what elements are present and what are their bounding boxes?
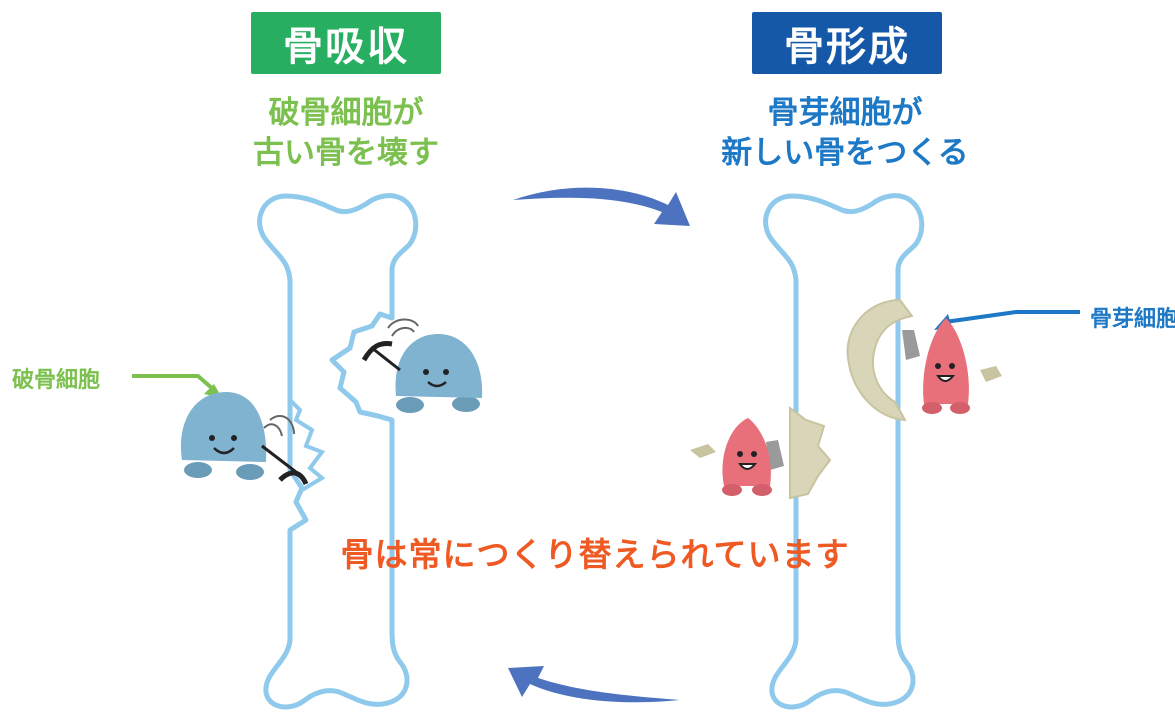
left-resorption-pit [288, 398, 326, 492]
cycle-arrow-top [513, 187, 690, 226]
resorption-caption-line1: 破骨細胞が [268, 95, 424, 131]
formation-caption-line1: 骨芽細胞が [767, 95, 923, 131]
osteoclast-pointer-arrow [132, 374, 222, 398]
osteoblast-pointer-arrow [934, 310, 1080, 330]
bone-formation-badge: 骨形成 [752, 12, 942, 74]
osteoclast-character-upper [361, 318, 483, 413]
bone-resorption-badge: 骨吸収 [251, 12, 441, 74]
osteoclast-label: 破骨細胞 [12, 368, 101, 393]
right-bone-outline [763, 193, 925, 710]
osteoblast-label: 骨芽細胞 [1090, 307, 1175, 332]
osteoblast-character-upper [902, 318, 1002, 414]
resorption-caption-line2: 古い骨を壊す [253, 135, 439, 171]
left-bone-outline [257, 193, 419, 710]
cycle-arrow-bottom [508, 666, 680, 703]
remodeling-message: 骨は常につくり替えられています [340, 535, 850, 574]
osteoclast-character-lower [180, 392, 309, 486]
formation-caption: 骨芽細胞が 新しい骨をつくる [690, 93, 1000, 173]
new-bone-patch-upper [846, 298, 914, 422]
osteoblast-character-lower [690, 418, 784, 496]
formation-caption-line2: 新しい骨をつくる [721, 135, 969, 171]
resorption-caption: 破骨細胞が 古い骨を壊す [186, 93, 506, 173]
new-bone-patch-lower [789, 406, 832, 500]
